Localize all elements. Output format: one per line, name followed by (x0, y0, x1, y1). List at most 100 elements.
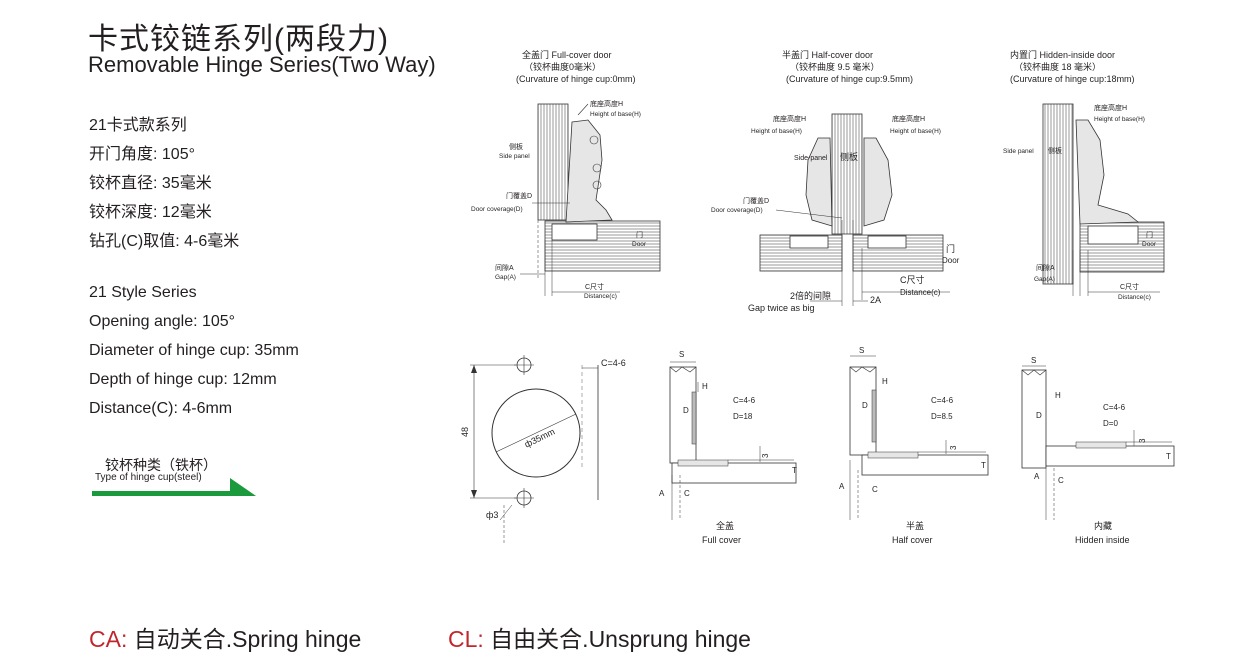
hidden-base-cn: 底座高度H (1094, 103, 1127, 112)
s1-cl: C (684, 489, 690, 498)
s2-c: C=4-6 (931, 396, 954, 405)
spec-angle-cn: 开门角度: 105° (89, 146, 195, 163)
full-cover-base-cn: 底座高度H (590, 99, 623, 108)
hidden-door-en: Door (1142, 241, 1157, 248)
cup-drill-drawing: ф35mm 48 C=4-6 ф3 (460, 355, 626, 545)
half-cover-title: 半盖门 Half-cover door (782, 49, 873, 60)
spec-diameter-cn: 铰杯直径: 35毫米 (89, 175, 212, 192)
cup-diameter: ф35mm (523, 426, 557, 449)
half-cover-side-en: Side-panel (794, 155, 828, 162)
hidden-inside-section: S H D C=4-6 D=0 3 T A C 内藏 Hidden inside (1021, 356, 1175, 545)
s2-t: T (981, 461, 986, 470)
s3-dval: D=0 (1103, 419, 1118, 428)
full-cover-cup (551, 223, 598, 241)
half-cover-coverage-cn: 门覆盖D (743, 196, 769, 205)
full-cover-door-en: Door (632, 241, 647, 248)
half-cover-base-cn-right: 底座高度H (892, 114, 925, 123)
s2-s: S (859, 346, 864, 355)
half-cover-diagram: 半盖门 Half-cover door （铰杯曲度 9.5 毫米） (Curva… (711, 49, 960, 313)
hidden-gap-en: Gap(A) (1034, 276, 1055, 283)
s2-d: D (862, 401, 868, 410)
half-cover-base-cn-left: 底座高度H (773, 114, 806, 123)
half-cover-side-panel (831, 113, 863, 235)
footer-cl: CL: 自由关合.Unsprung hinge (448, 620, 751, 654)
s3-t: T (1166, 452, 1171, 461)
s2-three: 3 (949, 445, 958, 450)
hidden-inside-diagram: 内置门 Hidden-inside door （铰杯曲度 18 毫米） (Cur… (1003, 49, 1165, 301)
s1-cn: 全盖 (716, 520, 734, 531)
s1-h: H (702, 382, 708, 391)
half-cover-base-en-left: Height of base(H) (751, 128, 802, 135)
s3-cl: C (1058, 476, 1064, 485)
spec-depth-cn: 铰杯深度: 12毫米 (89, 204, 212, 221)
half-cover-base-en-right: Height of base(H) (890, 128, 941, 135)
cup-c-label: C=4-6 (601, 358, 626, 368)
full-cover-base-en: Height of base(H) (590, 111, 641, 118)
spec-distance-cn: 钻孔(C)取值: 4-6毫米 (89, 233, 240, 250)
hidden-dist-cn: C尺寸 (1120, 282, 1139, 291)
hidden-side-en: Side panel (1003, 148, 1034, 155)
half-cover-curvature-cn: （铰杯曲度 9.5 毫米） (790, 61, 880, 72)
half-cover-dist-cn: C尺寸 (900, 274, 925, 285)
half-cover-gap-value: 2A (870, 295, 881, 305)
hidden-side-panel (1042, 103, 1074, 285)
full-cover-hinge-arm (565, 119, 613, 223)
full-cover-dist-cn: C尺寸 (585, 282, 604, 291)
hidden-title: 内置门 Hidden-inside door (1010, 49, 1115, 60)
s2-dval: D=8.5 (931, 412, 953, 421)
s1-a: A (659, 489, 665, 498)
page-title-en: Removable Hinge Series(Two Way) (88, 52, 436, 77)
s3-s: S (1031, 356, 1036, 365)
spec-series-cn: 21卡式款系列 (89, 117, 187, 134)
s3-h: H (1055, 391, 1061, 400)
full-cover-gap-cn: 间隙A (495, 263, 514, 272)
spec-angle-en: Opening angle: 105° (89, 313, 236, 330)
hidden-gap-cn: 间隙A (1036, 263, 1055, 272)
s3-a: A (1034, 472, 1040, 481)
half-cover-door-cn: 门 (946, 243, 955, 254)
footer-cl-code: CL: (448, 626, 484, 652)
hidden-base-en: Height of base(H) (1094, 116, 1145, 123)
hidden-curvature-cn: （铰杯曲度 18 毫米） (1014, 61, 1101, 72)
s1-three: 3 (761, 453, 770, 458)
full-cover-side-panel (537, 103, 569, 221)
s3-en: Hidden inside (1075, 535, 1130, 545)
full-cover-title: 全盖门 Full-cover door (522, 49, 612, 60)
spec-diameter-en: Diameter of hinge cup: 35mm (89, 342, 299, 359)
s1-d: D (683, 406, 689, 415)
hidden-curvature-en: (Curvature of hinge cup:18mm) (1010, 74, 1135, 84)
s3-cn: 内藏 (1094, 520, 1112, 531)
page-title-cn: 卡式铰链系列(两段力) (88, 23, 389, 56)
half-cover-door-en: Door (942, 256, 960, 265)
green-arrow-icon (92, 478, 256, 496)
footer-cl-text: 自由关合.Unsprung hinge (483, 626, 751, 652)
footer-ca-code: CA: (89, 626, 128, 652)
half-cover-section: S H D C=4-6 D=8.5 3 T A C 半盖 Half cover (839, 346, 989, 545)
full-cover-side-cn: 侧板 (509, 142, 523, 151)
s2-a: A (839, 482, 845, 491)
half-cover-coverage-en: Door coverage(D) (711, 207, 763, 214)
full-cover-coverage-en: Door coverage(D) (471, 206, 523, 213)
half-cover-curvature-en: (Curvature of hinge cup:9.5mm) (786, 74, 913, 84)
s2-cl: C (872, 485, 878, 494)
cup-circle (491, 388, 581, 478)
s1-c: C=4-6 (733, 396, 756, 405)
cup-height: 48 (460, 427, 470, 437)
full-cover-curvature-en: (Curvature of hinge cup:0mm) (516, 74, 636, 84)
s2-h: H (882, 377, 888, 386)
spec-series-en: 21 Style Series (89, 284, 197, 301)
full-cover-coverage-cn: 门覆盖D (506, 191, 532, 200)
s1-t: T (792, 466, 797, 475)
spec-depth-en: Depth of hinge cup: 12mm (89, 371, 277, 388)
half-cover-gap-en: Gap twice as big (748, 303, 815, 313)
s2-cn: 半盖 (906, 520, 924, 531)
footer-ca: CA: 自动关合.Spring hinge (89, 620, 361, 654)
full-cover-section: S H D C=4-6 D=18 3 T A C 全盖 Full cover (659, 350, 797, 545)
hidden-door-cn: 门 (1146, 230, 1153, 239)
technical-drawing: 全盖门 Full-cover door （铰杯曲度0毫米） (Curvature… (460, 49, 1175, 545)
cup-screw: ф3 (486, 510, 498, 520)
full-cover-door-cn: 门 (636, 230, 643, 239)
footer-ca-text: 自动关合.Spring hinge (127, 626, 362, 652)
full-cover-diagram: 全盖门 Full-cover door （铰杯曲度0毫米） (Curvature… (471, 49, 661, 300)
half-cover-dist-en: Distance(c) (900, 288, 941, 297)
